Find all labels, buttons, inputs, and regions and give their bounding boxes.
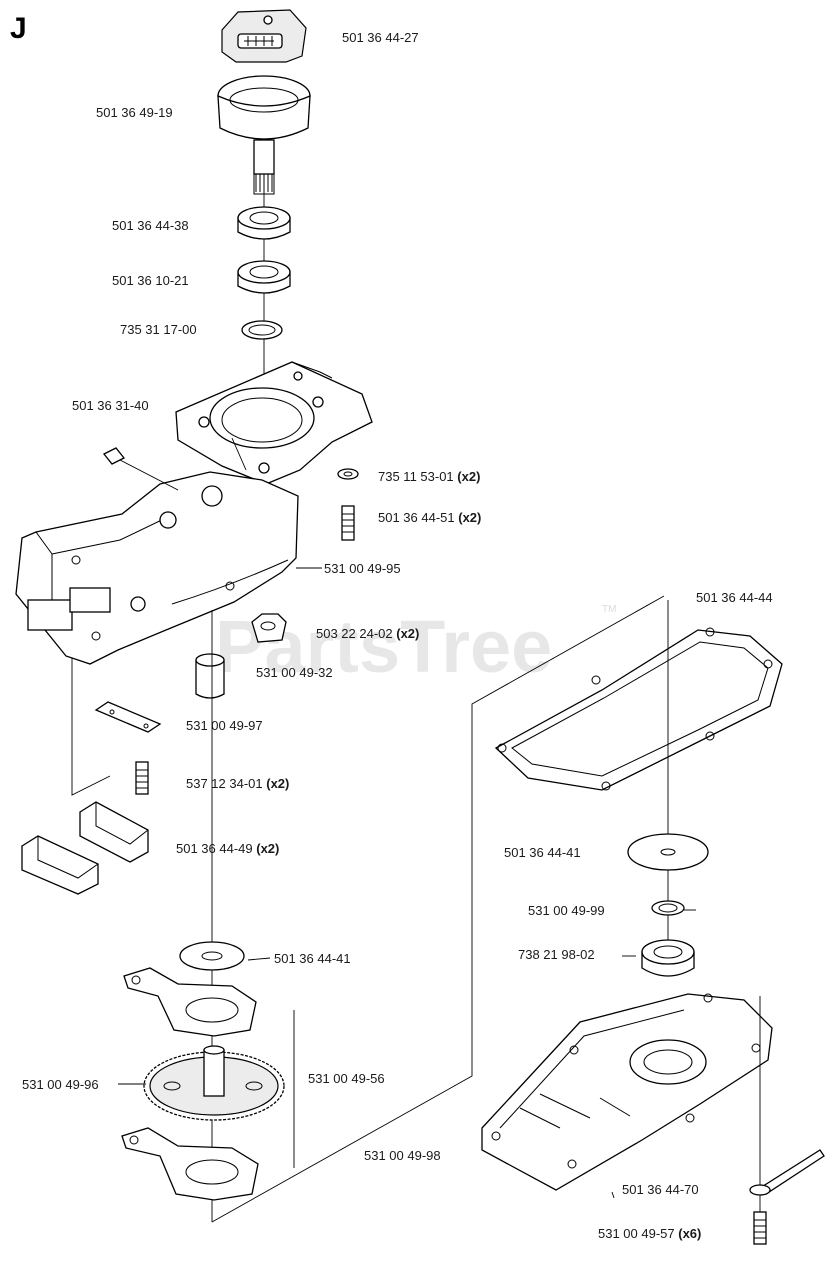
section-letter: J [10, 12, 27, 45]
part-label: 738 21 98-02 [518, 947, 595, 962]
circlip [241, 320, 283, 340]
part-label: 501 36 49-19 [96, 105, 173, 120]
gear-cover [481, 993, 773, 1191]
part-label: 501 36 44-38 [112, 218, 189, 233]
clutch-assembly [221, 9, 307, 63]
rubber-blocks [21, 801, 149, 895]
part-label: 735 31 17-00 [120, 322, 197, 337]
bearing-upper [237, 206, 291, 240]
small-ring [651, 900, 685, 916]
gear-bracket-lower [121, 1127, 259, 1201]
screw-small [102, 447, 179, 491]
part-label: 531 00 49-96 [22, 1077, 99, 1092]
screw-plate [135, 761, 149, 795]
watermark-trademark: TM [602, 604, 616, 615]
dipstick [749, 1149, 825, 1196]
part-label: 501 36 44-41 [274, 951, 351, 966]
part-label: 531 00 49-95 [324, 561, 401, 576]
part-label: 501 36 44-51 (x2) [378, 510, 481, 525]
part-label: 501 36 44-44 [696, 590, 773, 605]
part-label: 501 36 10-21 [112, 273, 189, 288]
part-label: 537 12 34-01 (x2) [186, 776, 289, 791]
bearing-lower [237, 260, 291, 294]
part-label: 531 00 49-32 [256, 665, 333, 680]
cover-plate [94, 701, 162, 733]
part-label: 503 22 24-02 (x2) [316, 626, 419, 641]
label-leader-lines [118, 437, 696, 1199]
part-label: 501 36 44-70 [622, 1182, 699, 1197]
part-label: 501 36 44-41 [504, 845, 581, 860]
washer-and-screw [337, 468, 359, 541]
part-label: 531 00 49-57 (x6) [598, 1226, 701, 1241]
nut [251, 613, 287, 643]
part-label: 735 11 53-01 (x2) [378, 469, 480, 484]
part-label: 531 00 49-97 [186, 718, 263, 733]
spacer-sleeve [195, 653, 225, 699]
spur-gear [143, 1045, 285, 1121]
clutch-drum [217, 75, 311, 195]
part-label: 501 36 31-40 [72, 398, 149, 413]
part-label: 501 36 44-27 [342, 30, 419, 45]
part-label: 531 00 49-56 [308, 1071, 385, 1086]
gasket [494, 627, 783, 791]
part-label: 531 00 49-99 [528, 903, 605, 918]
thrust-washer [179, 941, 245, 971]
leader-bracket [71, 658, 111, 796]
gear-bracket-upper [123, 967, 257, 1037]
screw-cover [753, 1211, 767, 1245]
leader-long-bracket [211, 595, 665, 1223]
part-labels: 501 36 44-27 501 36 49-19 501 36 44-38 5… [22, 30, 773, 1241]
transmission-body [15, 471, 299, 665]
part-label: 531 00 49-98 [364, 1148, 441, 1163]
disc-washer [627, 833, 709, 871]
part-label: 501 36 44-49 (x2) [176, 841, 279, 856]
gear-housing [175, 361, 373, 485]
bearing-right [641, 939, 695, 977]
